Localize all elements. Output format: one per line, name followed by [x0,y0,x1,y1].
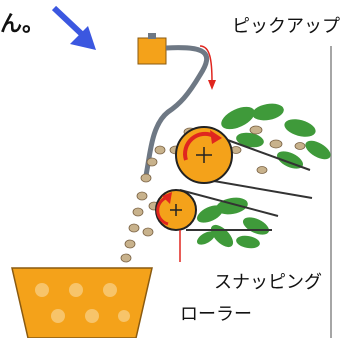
pods-falling [120,145,166,263]
collection-basket [11,267,153,339]
pickup-box [137,33,167,65]
pickup-direction-arrow [199,45,216,90]
pickup-label: ピックアップ [232,16,340,37]
text-fragment: ん。 [0,12,45,37]
plant-foliage [196,103,331,249]
conveyor-belts [179,129,313,231]
blue-pointer-arrow [51,5,96,50]
upper-snapping-roller [175,126,233,184]
lower-snapping-roller [155,189,197,231]
snapping-roller-label-line2: ローラー [180,304,252,325]
pickup-chute-rail [142,45,210,181]
snapping-roller-label-line1: スナッピング [214,272,322,293]
